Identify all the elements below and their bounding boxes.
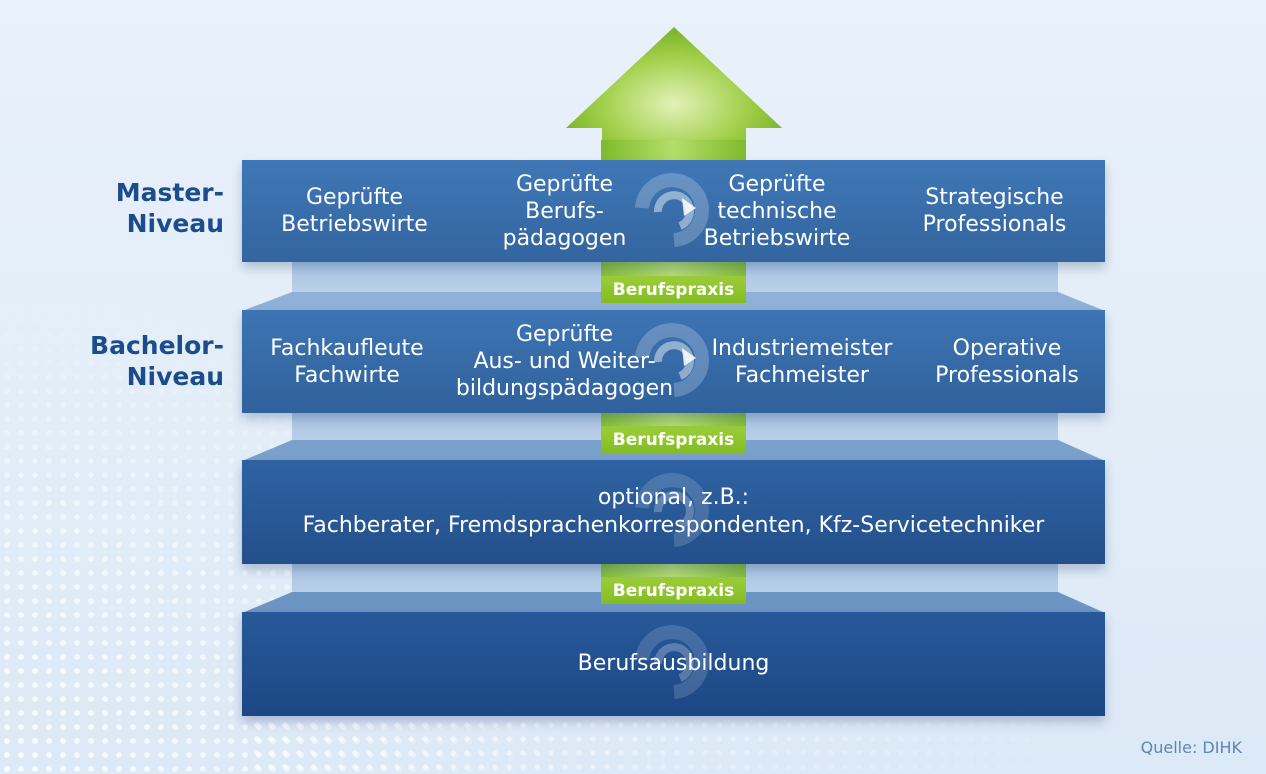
tier-optional: optional, z.B.: Fachberater, Fremdsprach…	[242, 460, 1105, 564]
tier-bachelor: Fachkaufleute Fachwirte Geprüfte Aus- un…	[242, 310, 1105, 413]
connector-label-bachelor: Berufspraxis	[601, 426, 746, 453]
tier-base: Berufsausbildung	[242, 612, 1105, 716]
tier-bachelor-cell-1: Fachkaufleute Fachwirte	[270, 335, 424, 388]
tier-master: Geprüfte Betriebswirte Geprüfte Berufs- …	[242, 160, 1105, 262]
arrow-stem	[601, 140, 746, 162]
tier-optional-text: optional, z.B.: Fachberater, Fremdsprach…	[302, 485, 1045, 538]
tier-bachelor-cell-3: Industriemeister Fachmeister	[711, 335, 893, 388]
cycle-swirl-icon	[635, 173, 709, 247]
connector-label-optional: Berufspraxis	[601, 577, 746, 604]
up-arrow-icon	[566, 27, 782, 167]
connector-stem-2	[601, 413, 746, 426]
connector-label-master: Berufspraxis	[601, 276, 746, 303]
source-credit: Quelle: DIHK	[1140, 738, 1242, 757]
cycle-swirl-icon	[635, 323, 709, 397]
tier-base-text: Berufsausbildung	[577, 651, 770, 676]
tier-master-cell-1: Geprüfte Betriebswirte	[281, 185, 428, 237]
tier-master-cell-2: Geprüfte Berufs- pädagogen	[502, 171, 627, 251]
cycle-swirl-icon	[635, 473, 709, 547]
tier-bachelor-cell-2: Geprüfte Aus- und Weiter- bildungspädago…	[455, 322, 674, 401]
tier-bachelor-cell-4: Operative Professionals	[935, 335, 1079, 388]
connector-stem-3	[601, 564, 746, 577]
connector-stem-1	[601, 262, 746, 276]
tier-master-cell-4: Strategische Professionals	[922, 185, 1067, 237]
tier-master-cell-3: Geprüfte technische Betriebswirte	[703, 171, 851, 251]
level-label-bachelor: Bachelor- Niveau	[90, 331, 224, 391]
cycle-swirl-icon	[635, 625, 709, 699]
level-label-master: Master- Niveau	[115, 178, 224, 238]
